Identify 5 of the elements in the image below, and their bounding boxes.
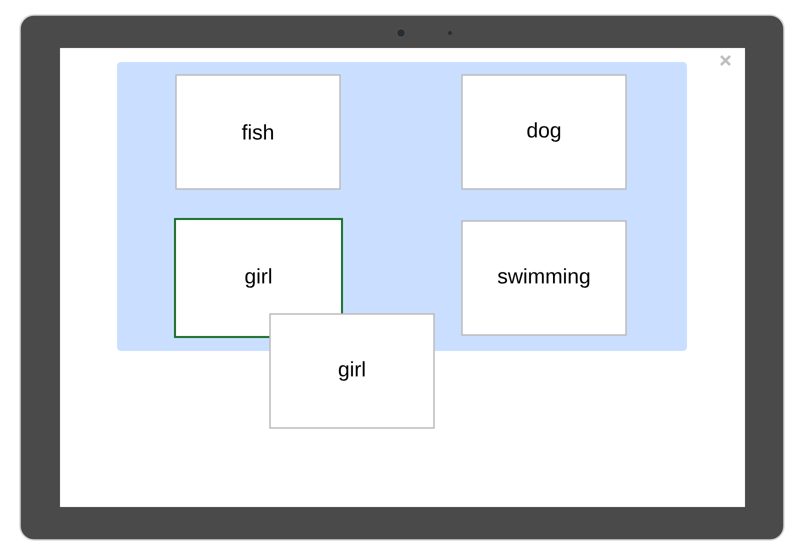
word-card: swimming (461, 220, 627, 336)
word-card: dog (461, 74, 627, 190)
word-card: fish (175, 74, 341, 190)
word-card: girl (174, 218, 343, 338)
dragged-word-card: girl (269, 313, 435, 429)
